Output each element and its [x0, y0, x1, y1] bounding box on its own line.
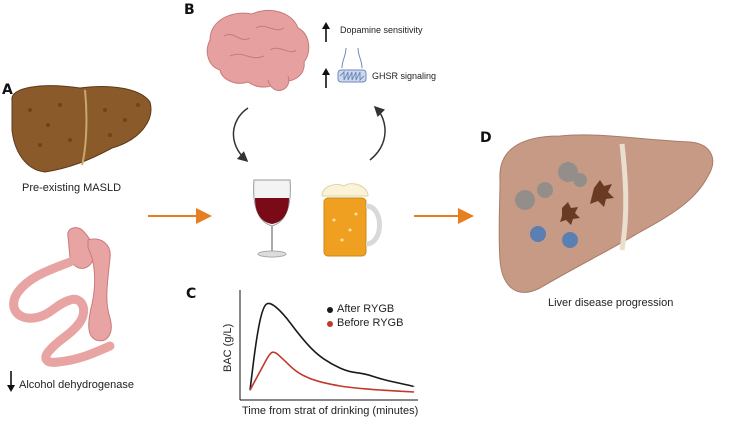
- legend-label-after-rygb: After RYGB: [337, 303, 395, 315]
- wine-glass-icon: [253, 179, 291, 258]
- dopamine-caption: Dopamine sensitivity: [340, 25, 423, 35]
- series-line-before-rygb: [249, 351, 415, 393]
- ghsr-caption: GHSR signaling: [372, 71, 437, 81]
- receptor-icon: [337, 47, 367, 83]
- panel-label-c: C: [186, 286, 197, 302]
- legend-marker-before-rygb: [327, 321, 333, 327]
- panel-label-d: D: [480, 130, 492, 146]
- cycle-arrow-down: [232, 107, 249, 162]
- diseased-liver-icon: [498, 134, 713, 293]
- decrease-arrow-icon: [7, 371, 15, 392]
- increase-arrow-icon: [322, 68, 330, 88]
- chart-x-axis-label: Time from strat of drinking (minutes): [242, 405, 419, 417]
- cycle-arrow-up: [369, 105, 386, 161]
- masld-caption: Pre-existing MASLD: [22, 182, 122, 194]
- increase-arrow-icon: [322, 22, 330, 42]
- beer-mug-icon: [321, 183, 382, 257]
- stomach-icon: [9, 227, 115, 367]
- liver-progression-caption: Liver disease progression: [548, 297, 674, 309]
- brain-icon: [206, 10, 310, 91]
- chart-y-axis-label: BAC (g/L): [222, 323, 234, 372]
- panel-label-b: B: [184, 2, 195, 18]
- series-line-after-rygb: [249, 302, 415, 391]
- legend-marker-after-rygb: [327, 307, 333, 313]
- liver-icon: [11, 85, 152, 173]
- bac-chart: [239, 290, 418, 401]
- alcohol-dehydrogenase-caption: Alcohol dehydrogenase: [19, 379, 134, 391]
- legend-label-before-rygb: Before RYGB: [337, 317, 404, 329]
- panel-label-a: A: [2, 82, 13, 98]
